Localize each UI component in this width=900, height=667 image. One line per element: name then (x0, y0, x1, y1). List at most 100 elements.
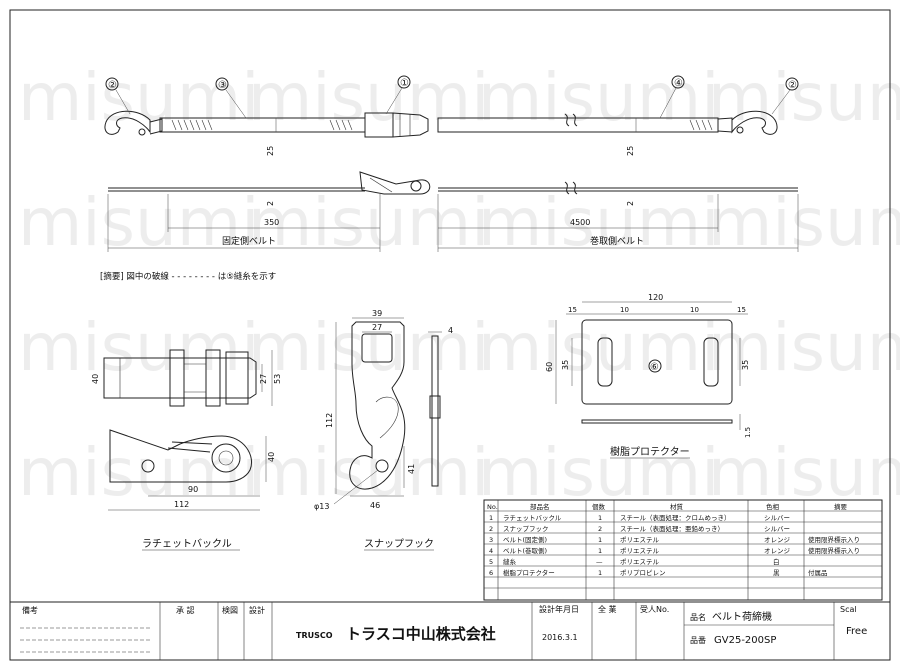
label-ratchet-buckle: ラチェットバックル (142, 538, 232, 550)
buckle-side-plate (169, 349, 185, 407)
watermark: misumi (708, 59, 900, 136)
dim-buckle-len-total: 112 (174, 500, 189, 509)
bom-cell: 1 (598, 536, 602, 544)
callout-circle (215, 77, 229, 91)
bom-cell: — (596, 558, 603, 566)
break-mark (564, 181, 578, 195)
callout-1: ① (400, 78, 409, 89)
bom-cell: 縫糸 (503, 557, 517, 566)
bom-cell: ラチェットバックル (503, 514, 562, 522)
dim-wind-length: 4500 (570, 218, 590, 227)
ratchet-buckle-detail: 40 27 53 40 90 112 ラチェットバックル (91, 349, 282, 551)
bom-cell: 4 (489, 547, 493, 555)
tb-scale-value: Free (846, 626, 867, 637)
dim-buckle-inner: 27 (259, 374, 268, 384)
dim-belt-width-right: 25 (626, 146, 635, 156)
bom-cell: ベルト(巻取側) (503, 546, 547, 555)
ratchet-spool (410, 180, 422, 192)
bom-cell: 使用限界標示入り (808, 535, 860, 544)
bom-cell: 2 (598, 525, 602, 533)
bom-cell: 白 (773, 557, 780, 566)
bom-cell: スチール（表面処理：亜鉛めっき） (620, 524, 724, 533)
bom-cell: 使用限界標示入り (808, 546, 860, 555)
dim-prot-slot1: 10 (620, 306, 629, 314)
callout-circle (105, 77, 119, 91)
tb-order-no: 受人No. (640, 604, 669, 614)
bom-cell: ポリエステル (620, 558, 660, 566)
dim-fixed-length: 350 (264, 218, 279, 227)
tb-brand: TRUSCO (296, 631, 333, 640)
label-snap-hook: スナップフック (364, 538, 434, 550)
snap-hook-left (104, 110, 151, 135)
dim-prot-height: 60 (545, 362, 554, 372)
callout-2-left: ② (108, 80, 117, 91)
dim-hook-top-inner: 27 (372, 323, 382, 332)
watermark: misumi (708, 184, 900, 261)
sheet-frame (9, 9, 891, 661)
watermark: misumi (248, 59, 489, 136)
dim-prot-total: 120 (648, 293, 663, 302)
watermark: misumi (248, 309, 489, 386)
buckle-side-bolt (141, 459, 155, 473)
label-wind-belt: 巻取側ベルト (590, 235, 644, 247)
bom-cell: シルバー (764, 525, 790, 533)
bom-cell: ポリエステル (620, 536, 660, 544)
callout-4: ④ (674, 78, 683, 89)
bom-frame (483, 499, 883, 601)
bom-header: 部品名 (530, 502, 550, 511)
label-protector: 樹脂プロテクター (610, 445, 690, 458)
dim-buckle-height: 40 (91, 374, 100, 384)
callout-circle (671, 75, 685, 89)
label-fixed-belt: 固定側ベルト (222, 235, 276, 247)
bom-cell: スナップフック (503, 525, 549, 533)
tb-design-date: 2016.3.1 (542, 633, 578, 642)
hook-pin-hole (375, 459, 389, 473)
leader-line (385, 87, 403, 115)
snap-hook-right (731, 110, 778, 135)
bom-cell: 付属品 (808, 568, 828, 577)
leader-line (225, 89, 247, 119)
watermark: misumi (478, 59, 719, 136)
belt-assembly-side-view: 2 2 350 固定側ベルト 4500 巻取側ベルト (107, 171, 799, 252)
hook-side-gate (429, 395, 441, 419)
hook-gate (375, 396, 399, 439)
tb-all: 全 業 (598, 604, 617, 614)
watermark: misumi (248, 434, 489, 511)
dim-hook-height: 112 (325, 413, 334, 428)
watermark: misumi (708, 434, 900, 511)
bom-cell: スチール（表面処理：クロムめっき） (620, 513, 731, 522)
buckle-side-lever (171, 441, 213, 445)
dim-buckle-side-h: 40 (267, 452, 276, 462)
dim-hook-thick: 4 (448, 326, 453, 335)
buckle-side-plate (205, 349, 221, 407)
tb-check: 検図 (222, 605, 238, 615)
hook-eye-left (149, 118, 163, 135)
watermark: misumi (18, 184, 259, 261)
leader-line (771, 89, 791, 115)
dim-hook-pin: φ13 (314, 502, 329, 511)
hook-slot (361, 333, 393, 363)
leader-line (659, 87, 677, 119)
dim-prot-left-off: 15 (568, 306, 577, 314)
bom-cell: 3 (489, 536, 493, 544)
tb-product-name: ベルト荷締機 (712, 610, 772, 623)
belt-assembly-top-view: ② ③ ① ④ ② 25 25 (104, 75, 799, 156)
leader-line (333, 469, 379, 505)
callout-circle (397, 75, 411, 89)
bom-cell: オレンジ (764, 536, 791, 544)
dim-hook-lower: 41 (407, 464, 416, 474)
ratchet-lever (369, 177, 393, 193)
bom-cell: ベルト(固定側) (503, 535, 547, 544)
callout-2-right: ② (788, 80, 797, 91)
protector-slot-left (597, 337, 613, 387)
bom-cell: 1 (598, 569, 602, 577)
watermark: misumi (708, 309, 900, 386)
protector-slot-right (703, 337, 719, 387)
bom-cell: 1 (598, 514, 602, 522)
title-block: 備考 承 認 検図 設計 TRUSCO トラスコ中山株式会社 設計年月日 201… (10, 601, 890, 660)
watermark: misumi (18, 309, 259, 386)
dim-buckle-len-inner: 90 (188, 485, 198, 494)
bom-header: 色相 (766, 502, 780, 511)
tb-scale-label: Scal (840, 605, 857, 614)
